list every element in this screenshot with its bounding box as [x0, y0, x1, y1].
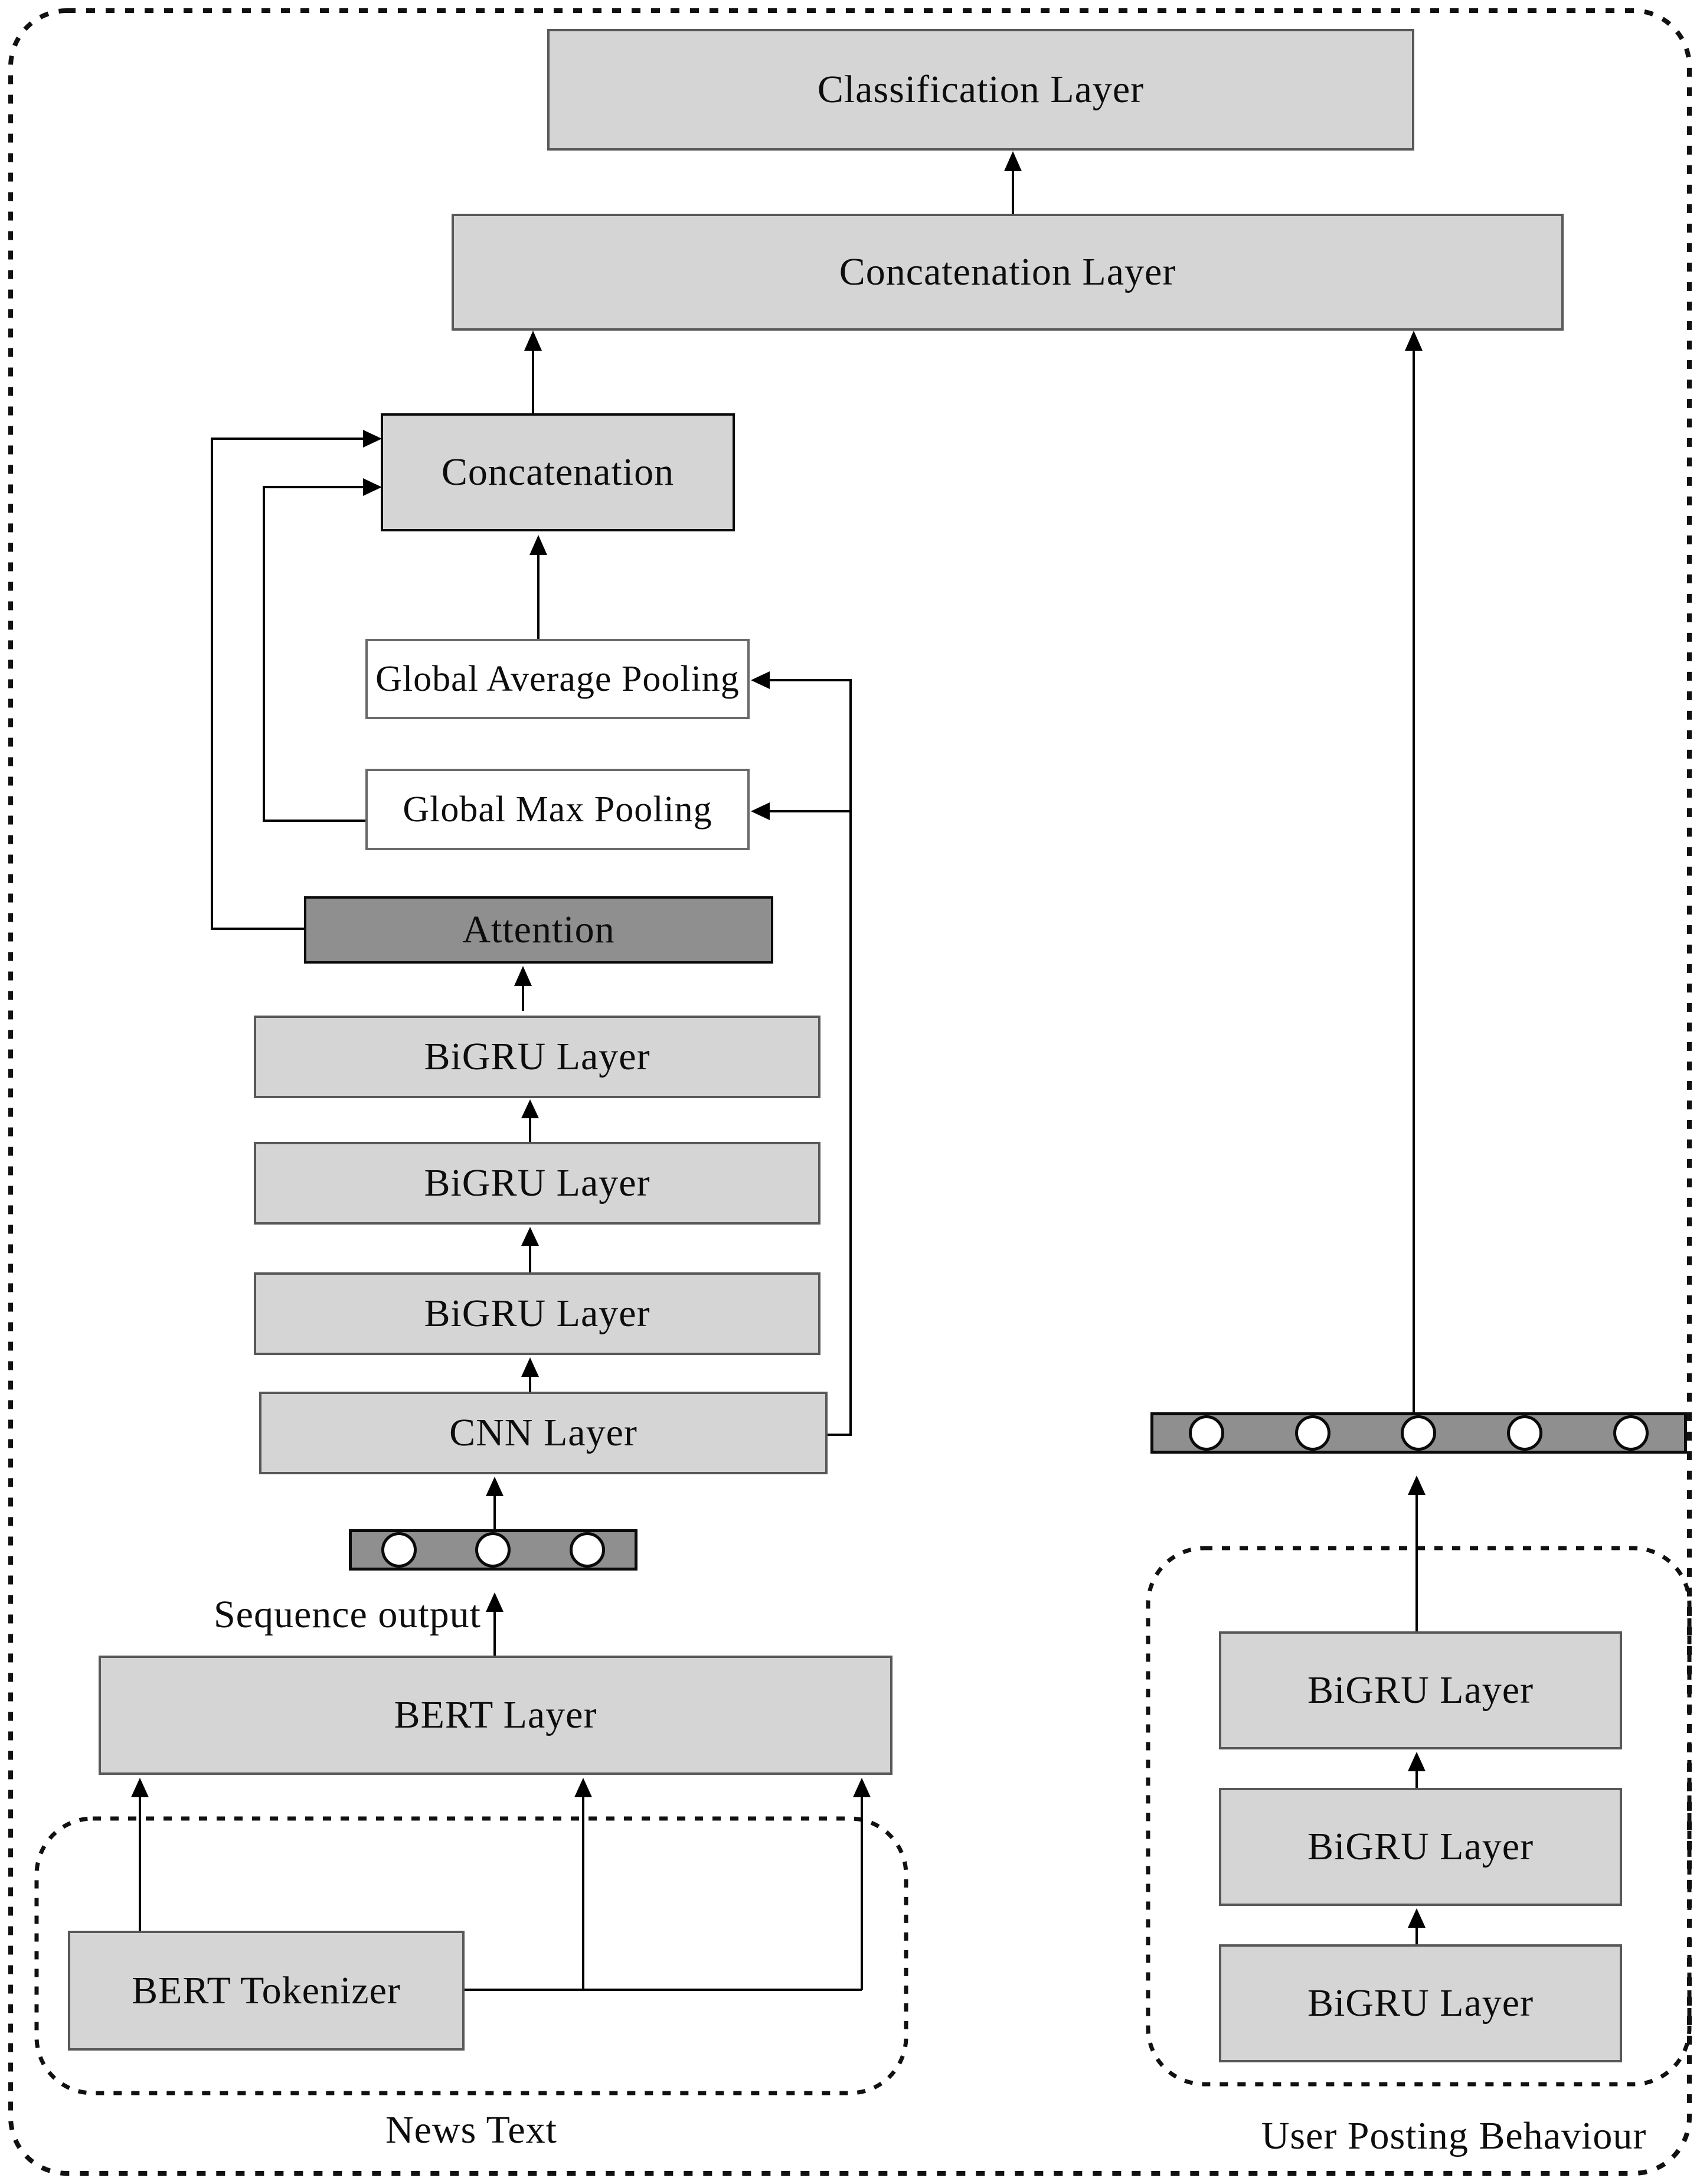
arrowhead-to-concatlayer-right: [1405, 331, 1423, 351]
arrowhead-to-newsbar: [486, 1592, 504, 1612]
arrowhead-to-userbigru1: [1408, 1752, 1426, 1771]
user-bigru-layer-2-box: BiGRU Layer: [1219, 1788, 1622, 1906]
concatenation-layer-box: Concatenation Layer: [452, 214, 1564, 331]
classification-layer-box: Classification Layer: [547, 29, 1414, 151]
wire-cnn-to-gap: [769, 679, 852, 1436]
concatenation-layer-label: Concatenation Layer: [839, 250, 1176, 293]
global-average-pooling-label: Global Average Pooling: [375, 658, 740, 699]
news-text-group-text: News Text: [385, 2108, 557, 2152]
news-bigru-layer-3-label: BiGRU Layer: [424, 1292, 650, 1335]
user-bigru-layer-1-label: BiGRU Layer: [1307, 1669, 1534, 1712]
arrowhead-to-concatenation-bottom: [529, 535, 547, 555]
news-text-group-caption: News Text: [37, 2105, 906, 2155]
user-token-circle: [1401, 1415, 1437, 1451]
attention-box: Attention: [304, 896, 773, 964]
figure-outer-dashed-border: [8, 8, 1692, 2176]
user-token-circle: [1613, 1415, 1649, 1451]
arrowhead-into-gap-right: [751, 671, 770, 689]
bert-layer-box: BERT Layer: [99, 1656, 892, 1775]
arrowhead-mid-to-bert: [574, 1778, 592, 1797]
arrowhead-to-bigru3: [521, 1357, 539, 1377]
bert-tokenizer-box: BERT Tokenizer: [68, 1931, 465, 2051]
news-bigru-layer-2-label: BiGRU Layer: [424, 1161, 650, 1204]
user-posting-group-caption: User Posting Behaviour: [1218, 2111, 1690, 2161]
user-bigru-layer-2-label: BiGRU Layer: [1307, 1825, 1534, 1868]
user-posting-group-dashed-border: [1146, 1546, 1692, 2087]
arrowhead-to-attention: [514, 966, 532, 986]
classification-layer-label: Classification Layer: [817, 68, 1145, 111]
arrowhead-to-classification: [1004, 151, 1022, 171]
arrowhead-into-concatenation-upper: [363, 430, 382, 448]
user-token-circle: [1507, 1415, 1543, 1451]
news-token-circle: [570, 1532, 606, 1568]
arrowhead-tokenizer-to-bert: [131, 1778, 149, 1797]
attention-label: Attention: [462, 908, 615, 951]
news-bigru-layer-1-label: BiGRU Layer: [424, 1035, 650, 1078]
arrowhead-right-to-bert: [853, 1778, 871, 1797]
news-token-embedding-bar: [349, 1529, 638, 1571]
user-bigru-layer-1-box: BiGRU Layer: [1219, 1631, 1622, 1749]
sequence-output-caption: Sequence output: [177, 1592, 481, 1638]
global-max-pooling-label: Global Max Pooling: [403, 789, 712, 830]
user-bigru-layer-3-label: BiGRU Layer: [1307, 1981, 1534, 2025]
wire-gmp-to-concatenation: [263, 486, 365, 822]
cnn-layer-box: CNN Layer: [259, 1392, 828, 1474]
news-bigru-layer-2-box: BiGRU Layer: [254, 1142, 820, 1225]
user-posting-group-text: User Posting Behaviour: [1261, 2114, 1647, 2157]
arrowhead-to-userbar: [1408, 1475, 1426, 1495]
cnn-layer-label: CNN Layer: [449, 1411, 638, 1454]
arrowhead-to-bigru1: [521, 1099, 539, 1118]
news-text-group-dashed-border: [34, 1816, 908, 2095]
arrowhead-to-cnn: [486, 1477, 504, 1496]
arrowhead-to-bigru2: [521, 1227, 539, 1246]
global-max-pooling-box: Global Max Pooling: [365, 769, 750, 850]
news-bigru-layer-1-box: BiGRU Layer: [254, 1016, 820, 1098]
bert-tokenizer-label: BERT Tokenizer: [132, 1968, 401, 2012]
user-token-circle: [1294, 1415, 1330, 1451]
concatenation-box: Concatenation: [381, 413, 735, 531]
news-bigru-layer-3-box: BiGRU Layer: [254, 1272, 820, 1355]
bert-layer-label: BERT Layer: [394, 1693, 597, 1736]
user-bigru-layer-3-box: BiGRU Layer: [1219, 1944, 1622, 2062]
sequence-output-text: Sequence output: [213, 1593, 481, 1636]
arrowhead-to-concatlayer-left: [524, 331, 542, 351]
wire-attention-to-concatenation: [211, 438, 363, 930]
concatenation-label: Concatenation: [441, 450, 675, 494]
global-average-pooling-box: Global Average Pooling: [365, 639, 750, 719]
user-token-circle: [1188, 1415, 1224, 1451]
arrowhead-into-concatenation-lower: [363, 478, 382, 496]
user-token-embedding-bar: [1150, 1412, 1687, 1454]
arrowhead-to-userbigru2: [1408, 1908, 1426, 1928]
arrowhead-into-gmp-right: [751, 802, 770, 820]
news-token-circle: [475, 1532, 511, 1568]
news-token-circle: [381, 1532, 417, 1568]
